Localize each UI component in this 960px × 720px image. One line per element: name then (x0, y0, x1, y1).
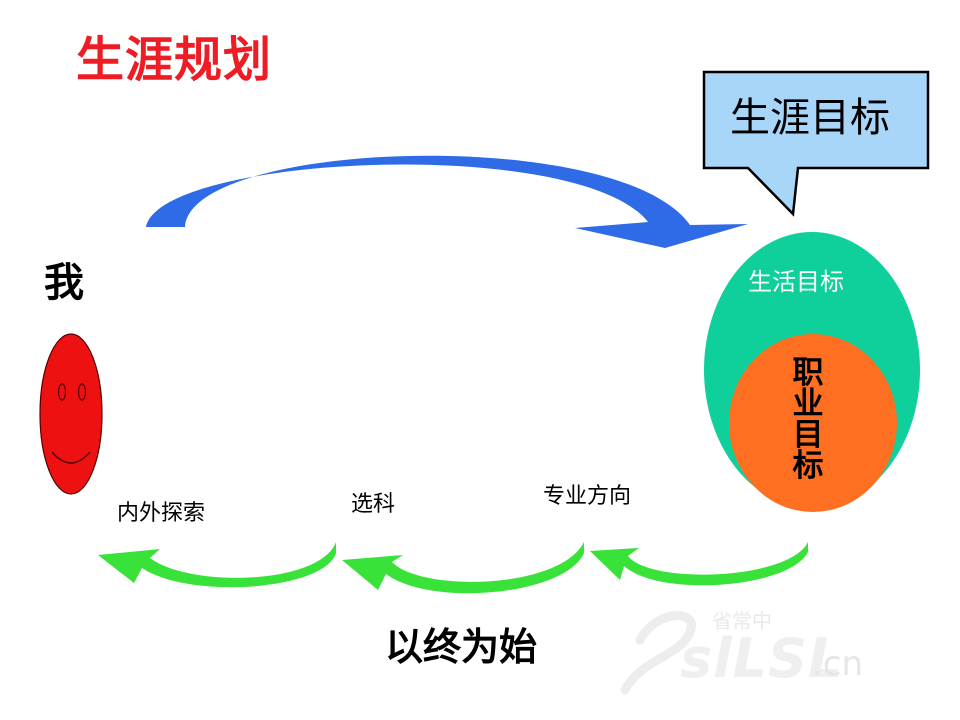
watermark-school: 省常中 (712, 609, 772, 633)
smile (51, 451, 91, 464)
right-eye (77, 383, 87, 401)
green-arrow-1 (98, 542, 336, 588)
green-arrow-3 (590, 542, 808, 586)
watermark-domain: .cn (812, 644, 864, 684)
goal-callout-bubble (702, 70, 930, 217)
career-goal-callout-text: 生涯目标 (730, 95, 890, 141)
life-goal-label: 生活目标 (748, 268, 844, 296)
me-label: 我 (44, 260, 84, 306)
watermark-brand: slLSL (680, 627, 844, 690)
step-explore-label: 内外探索 (117, 501, 206, 526)
step-major-direction-label: 专业方向 (543, 484, 632, 509)
motto-text: 以终为始 (385, 625, 538, 669)
blue-curved-arrow (146, 155, 748, 248)
career-goal-circle (729, 334, 897, 512)
me-smiley-face (39, 333, 103, 495)
left-eye (57, 383, 67, 401)
step-subject-selection-label: 选科 (351, 492, 396, 517)
watermark-swirl (620, 611, 696, 695)
career-goal-label: 职业目标 (792, 355, 824, 484)
page-title: 生涯规划 (76, 32, 273, 88)
green-arrow-2 (342, 542, 584, 594)
